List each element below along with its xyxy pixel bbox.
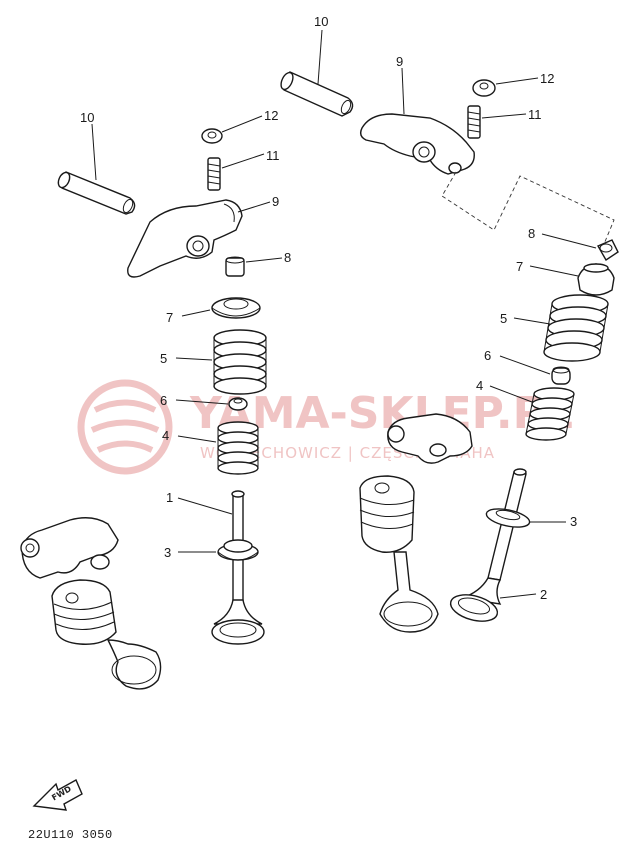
callout-9-left: 9 — [272, 194, 279, 209]
watermark-logo-icon — [77, 379, 173, 475]
valve-cotter-right — [551, 366, 571, 385]
adjuster-screw-left — [207, 157, 221, 191]
rocker-arm-left — [127, 199, 243, 278]
assembled-valve-right — [359, 413, 473, 633]
callout-6-left: 6 — [160, 393, 167, 408]
callout-9-right: 9 — [396, 54, 403, 69]
callout-8-right: 8 — [528, 226, 535, 241]
valve-cap-left — [225, 256, 245, 277]
callout-5-right: 5 — [500, 311, 507, 326]
rocker-shaft-left — [57, 171, 136, 215]
callout-7-left: 7 — [166, 310, 173, 325]
spring-retainer-left — [211, 297, 261, 319]
inner-spring-right — [525, 387, 575, 441]
callout-8-left: 8 — [284, 250, 291, 265]
callout-1: 1 — [166, 490, 173, 505]
callout-12-right: 12 — [540, 71, 554, 86]
callout-5-left: 5 — [160, 351, 167, 366]
callout-3-right: 3 — [570, 514, 577, 529]
forward-arrow-icon: FWD — [32, 779, 83, 811]
callout-4-right: 4 — [476, 378, 483, 393]
spring-retainer-right — [577, 263, 615, 296]
callout-12-left: 12 — [264, 108, 278, 123]
diagram-code: 22U110 3050 — [28, 828, 113, 842]
callout-11-left: 11 — [266, 148, 280, 163]
callout-7-right: 7 — [516, 259, 523, 274]
valve-cotter-left — [228, 397, 248, 411]
watermark: YAMA-SKLEP.PL WOJCIECHOWICZ | CZĘŚCI YAM… — [77, 379, 573, 475]
locknut-right — [472, 79, 496, 97]
outer-spring-left — [213, 329, 267, 395]
intake-valve-left — [211, 490, 265, 645]
rocker-arm-right — [359, 113, 475, 175]
callout-6-right: 6 — [484, 348, 491, 363]
assembled-valve-left — [20, 517, 162, 690]
valve-cap-right — [597, 239, 619, 261]
inner-spring-left — [217, 421, 259, 475]
locknut-left — [201, 128, 223, 144]
adjuster-screw-right — [467, 105, 481, 139]
rocker-shaft-right — [280, 71, 354, 117]
valve-seal-right — [485, 508, 531, 528]
callout-4-left: 4 — [162, 428, 169, 443]
assembly-dashed-line — [441, 171, 615, 245]
callout-3-left: 3 — [164, 545, 171, 560]
valve-seal-left — [217, 539, 259, 561]
callout-11-right: 11 — [528, 107, 542, 122]
outer-spring-right — [543, 294, 609, 362]
callout-10-left: 10 — [80, 110, 94, 125]
callout-10-right: 10 — [314, 14, 328, 29]
exhaust-valve-right — [449, 468, 527, 622]
callout-2: 2 — [540, 587, 547, 602]
